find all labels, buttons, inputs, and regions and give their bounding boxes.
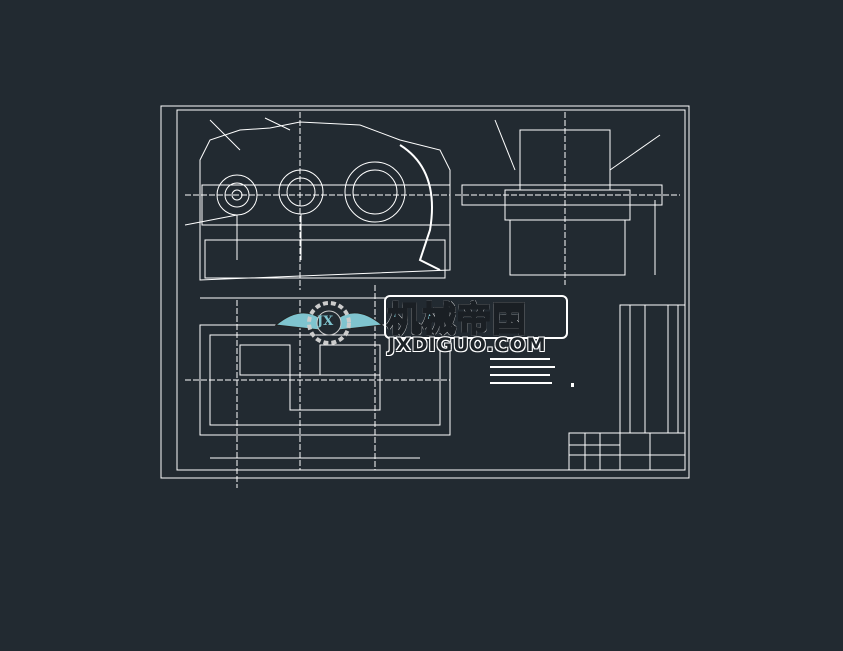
watermark: JX 机械帝国 JXDIGUO.COM: [272, 290, 572, 360]
technical-notes-block: [490, 358, 574, 387]
watermark-site: JXDIGUO.COM: [388, 334, 547, 356]
drawing-sheet-border: [160, 105, 690, 479]
watermark-logo-text: JX: [317, 314, 334, 329]
front-view-gearbox: [184, 112, 451, 290]
title-block: [568, 432, 686, 471]
side-view-gearbox: [455, 112, 680, 285]
top-view-gearbox: [185, 285, 451, 488]
watermark-title: 机械帝国: [386, 299, 527, 341]
watermark-logo-graphic: [274, 295, 568, 345]
parts-list-table: [619, 304, 686, 434]
